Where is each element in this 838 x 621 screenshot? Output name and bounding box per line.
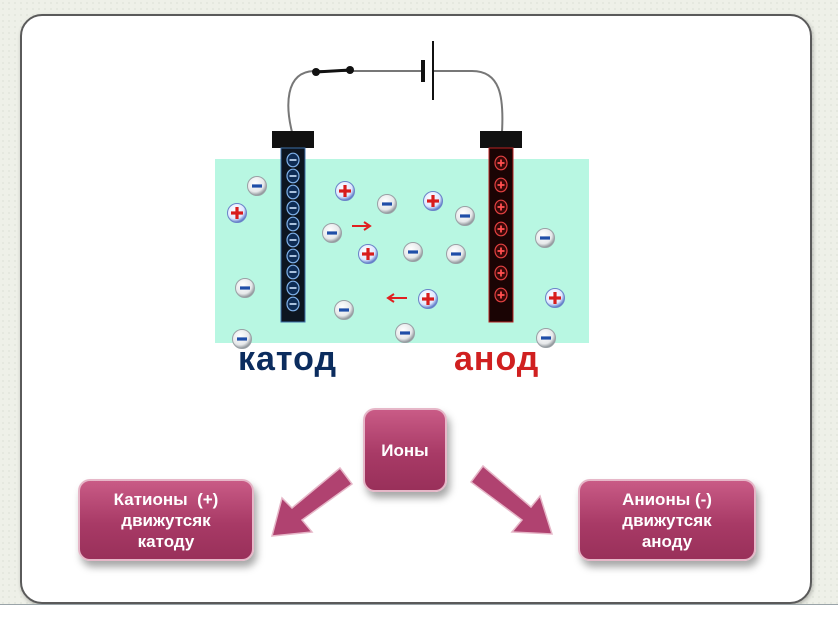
cathode-label: катод bbox=[238, 340, 338, 378]
cations-box: Катионы (+) движутсяк катоду bbox=[78, 479, 254, 561]
anode-label: анод bbox=[454, 340, 540, 378]
anion-motion-arrow bbox=[386, 293, 407, 303]
anode-electrode bbox=[480, 131, 522, 323]
anions-line-1: Анионы (-) bbox=[622, 489, 712, 509]
wire-left bbox=[287, 70, 352, 133]
cation-motion-arrow bbox=[352, 221, 372, 231]
switch-contact-right bbox=[346, 66, 354, 74]
anions-line-2: движутсяк bbox=[622, 510, 712, 530]
wire-right bbox=[433, 70, 504, 133]
bottom-strip bbox=[0, 604, 838, 621]
electrolyte-solution bbox=[215, 159, 589, 343]
cathode-electrode bbox=[272, 131, 314, 323]
switch-contact-left bbox=[312, 68, 320, 76]
arrow-to-cations bbox=[270, 466, 354, 537]
arrow-to-anions bbox=[469, 464, 554, 535]
switch-lever bbox=[315, 68, 351, 74]
anions-box: Анионы (-) движутсяк аноду bbox=[578, 479, 756, 561]
cations-line-2: движутсяк bbox=[121, 510, 211, 530]
anions-line-3: аноду bbox=[641, 531, 693, 551]
ions-box: Ионы bbox=[363, 408, 447, 492]
ions-label: Ионы bbox=[381, 440, 429, 460]
cations-line-1: Катионы (+) bbox=[113, 489, 219, 509]
cations-line-3: катоду bbox=[137, 531, 195, 551]
